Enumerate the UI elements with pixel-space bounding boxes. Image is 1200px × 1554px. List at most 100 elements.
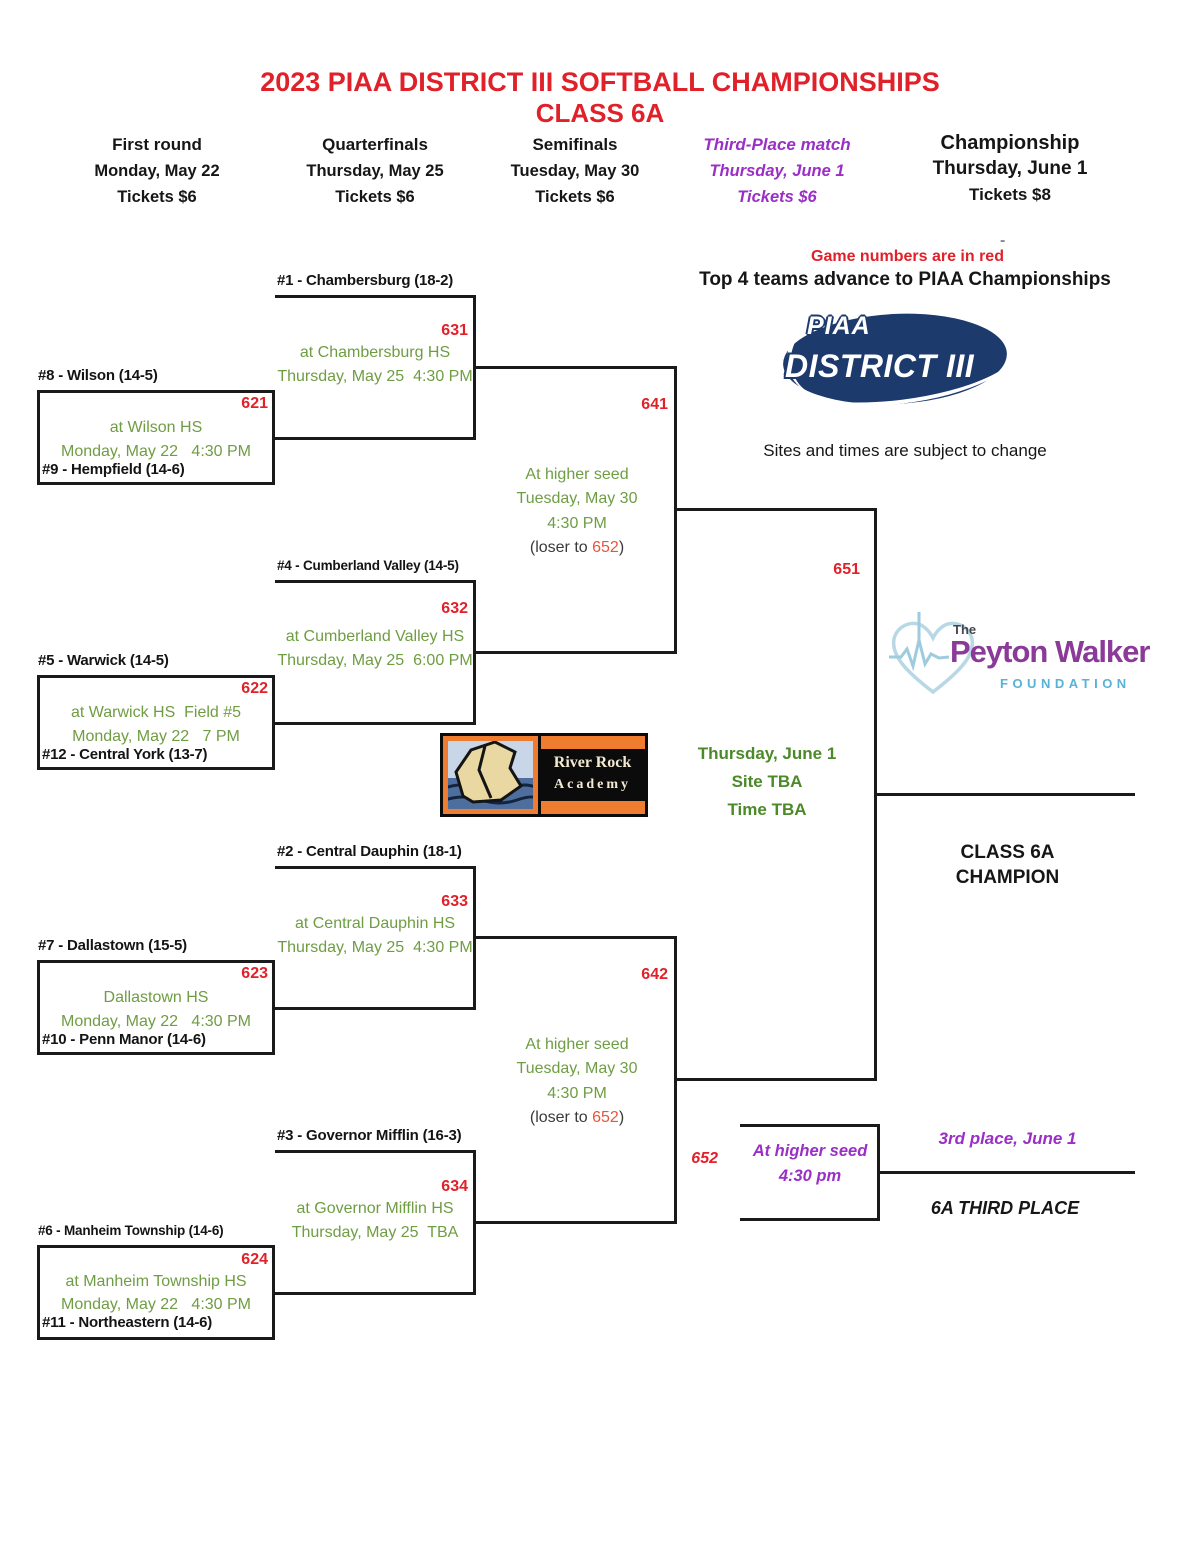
team-dallastown: #7 - Dallastown (15-5) <box>38 937 187 954</box>
team-central-dauphin: #2 - Central Dauphin (18-1) <box>277 843 462 860</box>
team-chambersburg: #1 - Chambersburg (18-2) <box>277 272 454 289</box>
round-tickets-third-place: Tickets $6 <box>737 188 817 206</box>
game-641-venue: At higher seed <box>525 466 629 483</box>
round-header-semifinals: Semifinals <box>532 135 618 154</box>
river-rock-orange-bar-bottom <box>541 801 645 814</box>
page-subtitle: CLASS 6A <box>535 98 665 128</box>
round-tickets-quarterfinals: Tickets $6 <box>335 188 415 206</box>
game-number-651: 651 <box>833 561 860 578</box>
game-631-venue: at Chambersburg HS <box>299 344 451 361</box>
peyton-logo-the: The <box>953 622 977 637</box>
game-622-datetime: Monday, May 22 7 PM <box>72 728 240 745</box>
peyton-walker-foundation-logo: The Peyton Walker FOUNDATION <box>883 608 1199 714</box>
team-northeastern: #11 - Northeastern (14-6) <box>42 1314 213 1331</box>
bracket-line-top-631 <box>275 295 476 298</box>
bracket-line-right-634 <box>473 1150 476 1295</box>
game-651-time: Time TBA <box>727 800 807 819</box>
game-622-venue: at Warwick HS Field #5 <box>70 704 242 721</box>
river-rock-text-line1: River Rock <box>553 754 632 771</box>
bracket-line-bottom-652 <box>740 1218 880 1221</box>
game-641-time: 4:30 PM <box>547 515 607 532</box>
bracket-line-right-641 <box>674 366 677 654</box>
game-651-site: Site TBA <box>731 772 803 791</box>
game-651-date: Thursday, June 1 <box>697 744 837 763</box>
champion-label-line2: CHAMPION <box>955 867 1060 888</box>
game-631-datetime: Thursday, May 25 4:30 PM <box>277 368 473 385</box>
game-642-venue: At higher seed <box>525 1036 629 1053</box>
bracket-line-winner-634 <box>476 1221 677 1224</box>
game-633-datetime: Thursday, May 25 4:30 PM <box>277 939 473 956</box>
game-621-datetime: Monday, May 22 4:30 PM <box>60 443 251 460</box>
river-rock-text-line2: Academy <box>554 777 631 792</box>
game-634-datetime: Thursday, May 25 TBA <box>291 1224 459 1241</box>
heart-ekg-icon <box>889 612 975 695</box>
game-621-venue: at Wilson HS <box>109 419 203 436</box>
game-624-datetime: Monday, May 22 4:30 PM <box>60 1296 251 1313</box>
game-632-datetime: Thursday, May 25 6:00 PM <box>277 652 473 669</box>
river-rock-orange-bar-top <box>541 736 645 749</box>
team-warwick: #5 - Warwick (14-5) <box>38 652 169 669</box>
round-date-quarterfinals: Thursday, May 25 <box>306 162 444 180</box>
bracket-line-winner-624 <box>275 1292 476 1295</box>
bracket-line-right-642 <box>674 936 677 1224</box>
game-box-623 <box>37 960 275 1055</box>
river-rock-picture-icon <box>443 736 538 814</box>
round-header-third-place: Third-Place match <box>703 135 851 154</box>
bracket-line-right-651 <box>874 508 877 1081</box>
game-number-624: 624 <box>241 1251 268 1268</box>
game-number-622: 622 <box>241 680 268 697</box>
loser-note-close: ) <box>618 1109 625 1126</box>
game-box-622 <box>37 675 275 770</box>
loser-note-close: ) <box>618 539 625 556</box>
game-632-venue: at Cumberland Valley HS <box>285 628 465 645</box>
bracket-line-champion <box>877 793 1135 796</box>
peyton-logo-foundation: FOUNDATION <box>1000 676 1131 691</box>
team-cumberland-valley: #4 - Cumberland Valley (14-5) <box>277 558 459 573</box>
loser-game-ref: 652 <box>592 539 619 556</box>
round-date-championship: Thursday, June 1 <box>932 158 1088 179</box>
game-642-loser-note: (loser to 652) <box>477 1108 677 1128</box>
game-number-623: 623 <box>241 965 268 982</box>
bracket-line-right-631 <box>473 295 476 440</box>
bracket-line-right-632 <box>473 580 476 725</box>
peyton-logo-name: Peyton Walker <box>950 634 1150 669</box>
game-642-date: Tuesday, May 30 <box>516 1060 638 1077</box>
bracket-line-top-633 <box>275 866 476 869</box>
game-number-633: 633 <box>441 893 468 910</box>
round-header-championship: Championship <box>940 132 1080 154</box>
bracket-line-top-652 <box>740 1124 880 1127</box>
round-header-quarterfinals: Quarterfinals <box>322 135 428 154</box>
loser-note-text: (loser to <box>529 1109 593 1126</box>
loser-game-ref: 652 <box>592 1109 619 1126</box>
game-624-venue: at Manheim Township HS <box>65 1273 247 1290</box>
bracket-line-right-633 <box>473 866 476 1010</box>
round-tickets-semifinals: Tickets $6 <box>535 188 615 206</box>
game-box-621 <box>37 390 275 485</box>
game-number-642: 642 <box>641 966 668 983</box>
team-penn-manor: #10 - Penn Manor (14-6) <box>42 1031 206 1048</box>
bracket-line-winner-622 <box>275 722 476 725</box>
stray-dash: - <box>1000 232 1006 249</box>
round-tickets-championship: Tickets $8 <box>969 185 1051 204</box>
round-date-first-round: Monday, May 22 <box>94 162 220 180</box>
game-652-venue: At higher seed <box>752 1142 868 1160</box>
bracket-line-winner-642 <box>677 1078 877 1081</box>
game-634-venue: at Governor Mifflin HS <box>296 1200 454 1217</box>
game-number-631: 631 <box>441 322 468 339</box>
game-641-date: Tuesday, May 30 <box>516 490 638 507</box>
team-hempfield: #9 - Hempfield (14-6) <box>42 461 185 478</box>
bracket-line-third-place-winner <box>877 1171 1135 1174</box>
page-title: 2023 PIAA DISTRICT III SOFTBALL CHAMPION… <box>260 67 940 97</box>
loser-note-text: (loser to <box>529 539 593 556</box>
piaa-logo-text-top: PIAA <box>807 312 871 340</box>
team-governor-mifflin: #3 - Governor Mifflin (16-3) <box>277 1127 462 1144</box>
piaa-logo-text-bottom: DISTRICT III <box>785 348 975 384</box>
bracket-line-winner-632 <box>476 651 677 654</box>
team-manheim-township: #6 - Manheim Township (14-6) <box>38 1223 224 1238</box>
team-central-york: #12 - Central York (13-7) <box>42 746 208 763</box>
game-623-datetime: Monday, May 22 4:30 PM <box>60 1013 251 1030</box>
game-number-652: 652 <box>691 1150 718 1167</box>
note-game-numbers: Game numbers are in red <box>811 248 1004 265</box>
game-number-621: 621 <box>241 395 268 412</box>
